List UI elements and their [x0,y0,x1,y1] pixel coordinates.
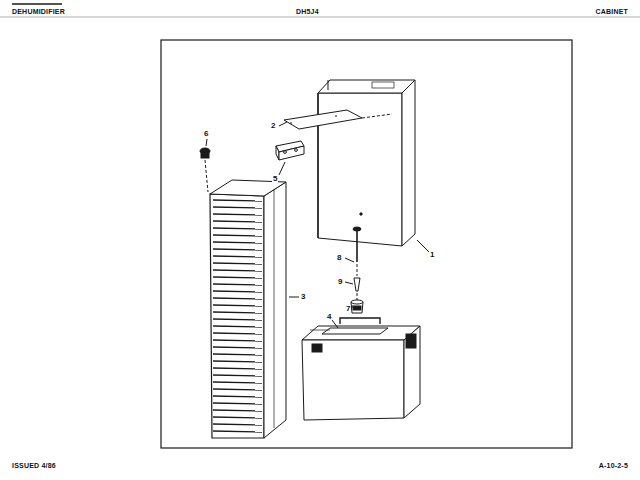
grille-slat [213,368,262,369]
grille-slat [213,249,262,250]
grille-slat [213,347,262,348]
callout-number: 6 [203,130,209,138]
grille-slat [213,228,262,229]
grille-slat [213,214,262,215]
grille-slat [213,333,262,334]
callout-number: 7 [345,305,351,313]
grille-slat [213,382,262,383]
grille-slat [213,284,262,285]
model-number: DH5J4 [296,8,319,15]
callout-number: 1 [429,251,435,259]
grille-slat [213,417,262,418]
grille-slat [213,242,262,243]
grille-slat [213,396,262,397]
header-text: DEHUMIDIFIER [12,8,65,15]
grille-slat [213,291,262,292]
grille-slat [213,207,262,208]
grille-slat [213,389,262,390]
grille-slat [213,200,262,201]
callout-number: 5 [272,175,278,183]
grille-slat [213,354,262,355]
page-number: A-10-2-5 [599,462,628,469]
callout-number: 2 [270,122,276,130]
grille-slat [213,403,262,404]
grille-slat [213,298,262,299]
callout-number: 3 [300,293,306,301]
grille-slat [213,340,262,341]
grille-slat [213,270,262,271]
grille-slat [213,326,262,327]
grille-slat [213,312,262,313]
grille-slat [213,221,262,222]
grille-slat [213,431,262,432]
grille-slat [213,305,262,306]
callout-number: 9 [337,278,343,286]
grille-slat [213,256,262,257]
grille-slat [213,235,262,236]
callout-number: 4 [326,313,332,321]
section-name: CABINET [595,8,628,15]
grille-slat [213,410,262,411]
issue-date: ISSUED 4/86 [12,462,56,469]
grille-slat [213,319,262,320]
grille-slat [213,361,262,362]
grille-slat [213,277,262,278]
grille-slat [213,424,262,425]
callout-number: 8 [336,254,342,262]
grille-slat [213,263,262,264]
grille-slat [213,375,262,376]
